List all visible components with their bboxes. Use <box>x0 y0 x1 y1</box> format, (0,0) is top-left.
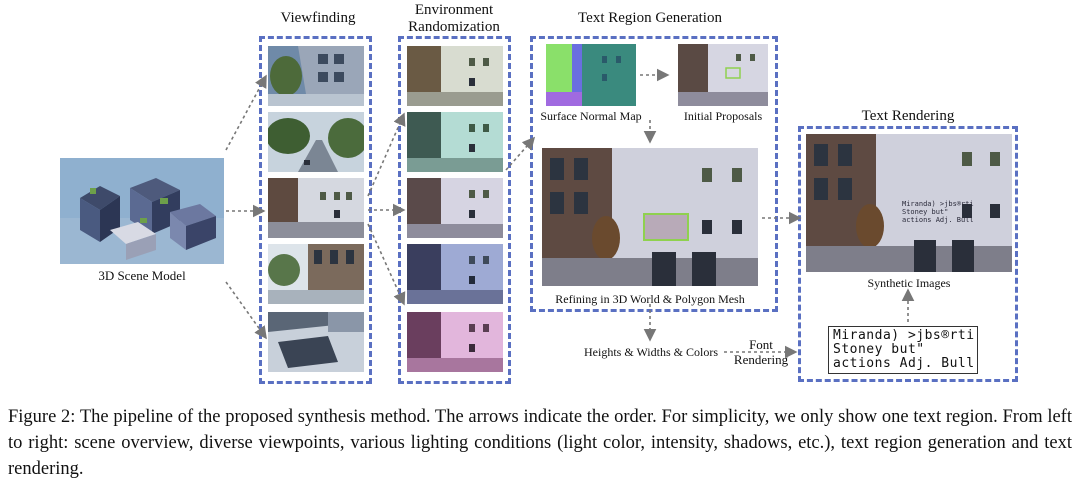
refining-image <box>542 148 758 286</box>
surface-normal-map-image <box>546 44 636 106</box>
title-viewfinding: Viewfinding <box>280 10 356 26</box>
rendered-text-line-1: Miranda) >jbs®rti <box>902 200 974 208</box>
env-thumb-2 <box>407 112 503 172</box>
synthetic-image: Miranda) >jbs®rti Stoney but" actions Ad… <box>806 134 1012 272</box>
scene-model-label: 3D Scene Model <box>98 268 186 283</box>
arrow-scene-to-view-5 <box>225 281 267 340</box>
font-rendering-label: Font Rendering <box>733 337 789 367</box>
title-text-rendering: Text Rendering <box>861 108 955 124</box>
text-rendering-box <box>798 126 1018 382</box>
figure-caption: Figure 2: The pipeline of the proposed s… <box>8 407 1072 479</box>
synthetic-images-label: Synthetic Images <box>867 276 951 290</box>
viewfinding-thumb-4 <box>268 244 364 304</box>
heights-widths-colors-label: Heights & Widths & Colors <box>584 345 718 359</box>
font-sample-line-3: actions Adj. Bull <box>833 356 975 371</box>
font-sample-line-1: Miranda) >jbs®rti <box>833 328 975 343</box>
rendered-text-line-2: Stoney but" <box>902 208 949 216</box>
text-region-generation-box <box>530 36 778 312</box>
rendered-text-overlay: Miranda) >jbs®rti Stoney but" actions Ad… <box>902 200 974 224</box>
viewfinding-thumb-1 <box>268 46 364 106</box>
arrows-layer <box>225 68 915 359</box>
env-thumb-4 <box>407 244 503 304</box>
scene-model-image <box>60 158 224 264</box>
surface-normal-map-label: Surface Normal Map <box>540 109 642 123</box>
initial-proposals-image <box>678 44 768 106</box>
env-thumb-3 <box>407 178 503 238</box>
initial-proposals-label: Initial Proposals <box>683 109 763 123</box>
title-text-region-generation: Text Region Generation <box>578 10 722 26</box>
viewfinding-thumb-2 <box>268 112 364 172</box>
arrow-scene-to-view-1 <box>225 74 267 151</box>
font-sample-line-2: Stoney but" <box>833 342 925 357</box>
arrow-view-to-env-1 <box>367 112 406 197</box>
font-sample-box: Miranda) >jbs®rti Stoney but" actions Ad… <box>828 326 978 374</box>
viewfinding-thumb-3 <box>268 178 364 238</box>
arrow-view-to-env-5 <box>367 223 406 306</box>
viewfinding-thumb-5 <box>268 312 364 372</box>
env-thumb-5 <box>407 312 503 372</box>
arrow-env-to-textregion <box>505 136 536 171</box>
title-environment-randomization: Environment Randomization <box>408 2 500 35</box>
rendered-text-line-3: actions Adj. Bull <box>902 216 974 224</box>
env-thumb-1 <box>407 46 503 106</box>
refining-label: Refining in 3D World & Polygon Mesh <box>555 292 745 306</box>
